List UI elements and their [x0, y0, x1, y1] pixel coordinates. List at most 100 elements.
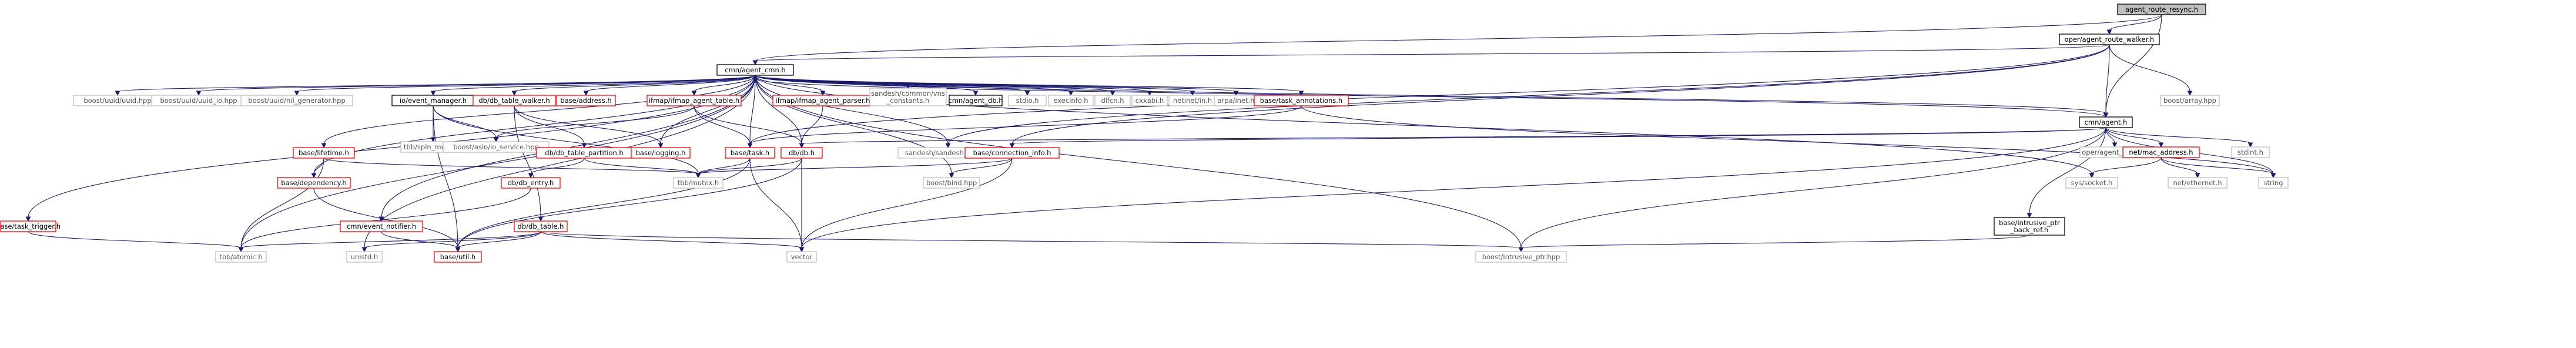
node-cmn-agent-h[interactable]: cmn/agent.h — [2079, 116, 2133, 128]
edge-n4-n34 — [2105, 127, 2164, 148]
node-cmn-event-notifier-h[interactable]: cmn/event_notifier.h — [340, 220, 423, 232]
edge-line — [240, 75, 756, 249]
edge-n43-n48 — [540, 231, 805, 253]
edge-line — [1011, 44, 2110, 145]
node-ifmap-ifmap-agent-parser-h[interactable]: ifmap/ifmap_agent_parser.h — [772, 95, 873, 106]
edge-arrowhead — [2106, 29, 2112, 35]
node-cmn-agent-cmn-h[interactable]: cmn/agent_cmn.h — [716, 64, 794, 76]
node-db-db-table-partition-h[interactable]: db/db_table_partition.h — [536, 147, 632, 159]
edge-line — [749, 105, 1302, 145]
node-db-db-h[interactable]: db/db.h — [780, 147, 823, 159]
edge-line — [240, 158, 324, 249]
node-base-task-h[interactable]: base/task.h — [725, 147, 775, 159]
edge-n12-n30 — [799, 105, 823, 149]
edge-arrowhead — [973, 91, 979, 96]
node-cmn-agent-db-h[interactable]: cmn/agent_db.h — [948, 95, 1003, 106]
node-execinfo-h: execinfo.h — [1048, 95, 1094, 106]
edge-n2-n21 — [755, 75, 1304, 96]
edge-n30-n38 — [695, 158, 802, 179]
node-base-dependency-h[interactable]: base/dependency.h — [277, 177, 351, 189]
edge-line — [457, 158, 802, 249]
node-ifmap-ifmap-agent-table-h[interactable]: ifmap/ifmap_agent_table.h — [646, 95, 742, 106]
node-box — [473, 95, 556, 106]
edge-arrowhead — [294, 91, 300, 96]
edge-line — [755, 75, 2106, 114]
node-base-task-trigger-h[interactable]: base/task_trigger.h — [0, 220, 61, 232]
edge-arrowhead — [799, 143, 805, 149]
edge-n44-n49 — [1518, 235, 2030, 253]
node-net-mac-address-h[interactable]: net/mac_address.h — [2122, 146, 2200, 158]
edge-line — [694, 105, 751, 145]
node-agent-route-resync-h: agent_route_resync.h — [2117, 4, 2206, 15]
edge-n2-n40 — [755, 75, 2095, 179]
edge-n8-n47 — [433, 105, 461, 253]
node-db-db-table-h[interactable]: db/db_table.h — [514, 220, 568, 232]
node-box — [514, 220, 568, 232]
edge-arrowhead — [115, 91, 120, 96]
node-base-task-annotations-h[interactable]: base/task_annotations.h — [1254, 95, 1349, 106]
edge-line — [296, 75, 756, 92]
edge-n27-n38 — [584, 158, 701, 179]
edge-n2-n6 — [196, 75, 756, 96]
node-arpa-inet-h: arpa/inet.h — [1214, 95, 1258, 106]
node-box — [346, 251, 383, 263]
edge-arrowhead — [581, 143, 587, 149]
node-base-logging-h[interactable]: base/logging.h — [631, 147, 691, 159]
edge-n23-n45 — [238, 158, 324, 253]
node-db-db-table-walker-h[interactable]: db/db_table_walker.h — [473, 95, 556, 106]
edge-n4-n30 — [799, 127, 2106, 149]
edge-line — [755, 78, 2106, 118]
node-label: base/task_annotations.h — [1260, 96, 1342, 105]
node-label: arpa/inet.h — [1217, 96, 1254, 105]
node-base-intrusive-ptr-back-ref-h[interactable]: base/intrusive_ptr_back_ref.h — [1994, 217, 2065, 236]
edge-line — [660, 75, 756, 145]
node-box — [1008, 95, 1047, 106]
node-db-db-entry-h[interactable]: db/db_entry.h — [501, 177, 561, 189]
edge-line — [514, 105, 585, 145]
edge-arrowhead — [2195, 173, 2200, 179]
node-box — [1131, 95, 1168, 106]
node-box — [2258, 177, 2289, 189]
edge-line — [240, 188, 531, 249]
edge-n4-n35 — [2105, 127, 2253, 148]
edge-arrowhead — [511, 91, 517, 96]
node-base-util-h[interactable]: base/util.h — [434, 251, 482, 263]
node-boost-asio-io-service-hpp: boost/asio/io_service.hpp — [443, 141, 550, 153]
node-oper-agent-route-walker-h[interactable]: oper/agent_route_walker.h — [2059, 34, 2160, 45]
node-base-lifetime-h[interactable]: base/lifetime.h — [293, 147, 355, 159]
node-io-event-manager-h[interactable]: io/event_manager.h — [391, 95, 475, 106]
node-box — [1048, 95, 1094, 106]
edge-line — [2091, 157, 2162, 175]
edge-line — [433, 105, 497, 139]
edge-line — [2160, 157, 2274, 175]
edge-line — [2105, 14, 2162, 114]
node-box — [434, 251, 482, 263]
node-base-address-h[interactable]: base/address.h — [556, 95, 616, 106]
node-cxxabi-h: cxxabi.h — [1131, 95, 1168, 106]
node-box — [716, 64, 794, 76]
edge-n29-n48 — [749, 158, 805, 253]
edge-arrowhead — [1298, 91, 1304, 96]
edge-n2-n31 — [755, 75, 951, 149]
edge-line — [749, 44, 2110, 145]
node-label: cmn/event_notifier.h — [347, 222, 416, 230]
edge-n2-n10 — [583, 75, 756, 96]
edge-arrowhead — [2089, 173, 2095, 179]
node-label: sys/socket.h — [2071, 179, 2113, 187]
node-base-connection-info-h[interactable]: base/connection_info.h — [964, 147, 1060, 159]
node-box — [1094, 95, 1131, 106]
node-box — [2079, 116, 2133, 128]
node-box — [443, 141, 550, 153]
node-label: stdint.h — [2237, 148, 2263, 156]
edge-line — [313, 75, 756, 175]
node-net-ethernet-h: net/ethernet.h — [2168, 177, 2227, 189]
edge-line — [755, 75, 949, 145]
node-stdint-h: stdint.h — [2231, 146, 2270, 158]
edge-line — [1301, 105, 2274, 175]
node-label: base/task_trigger.h — [0, 222, 61, 230]
node-boost-uuid-uuid-hpp: boost/uuid/uuid.hpp — [73, 95, 162, 106]
edge-line — [2109, 14, 2162, 31]
node-box — [2065, 177, 2118, 189]
edge-line — [755, 14, 2162, 62]
node-label: base/logging.h — [636, 149, 686, 157]
